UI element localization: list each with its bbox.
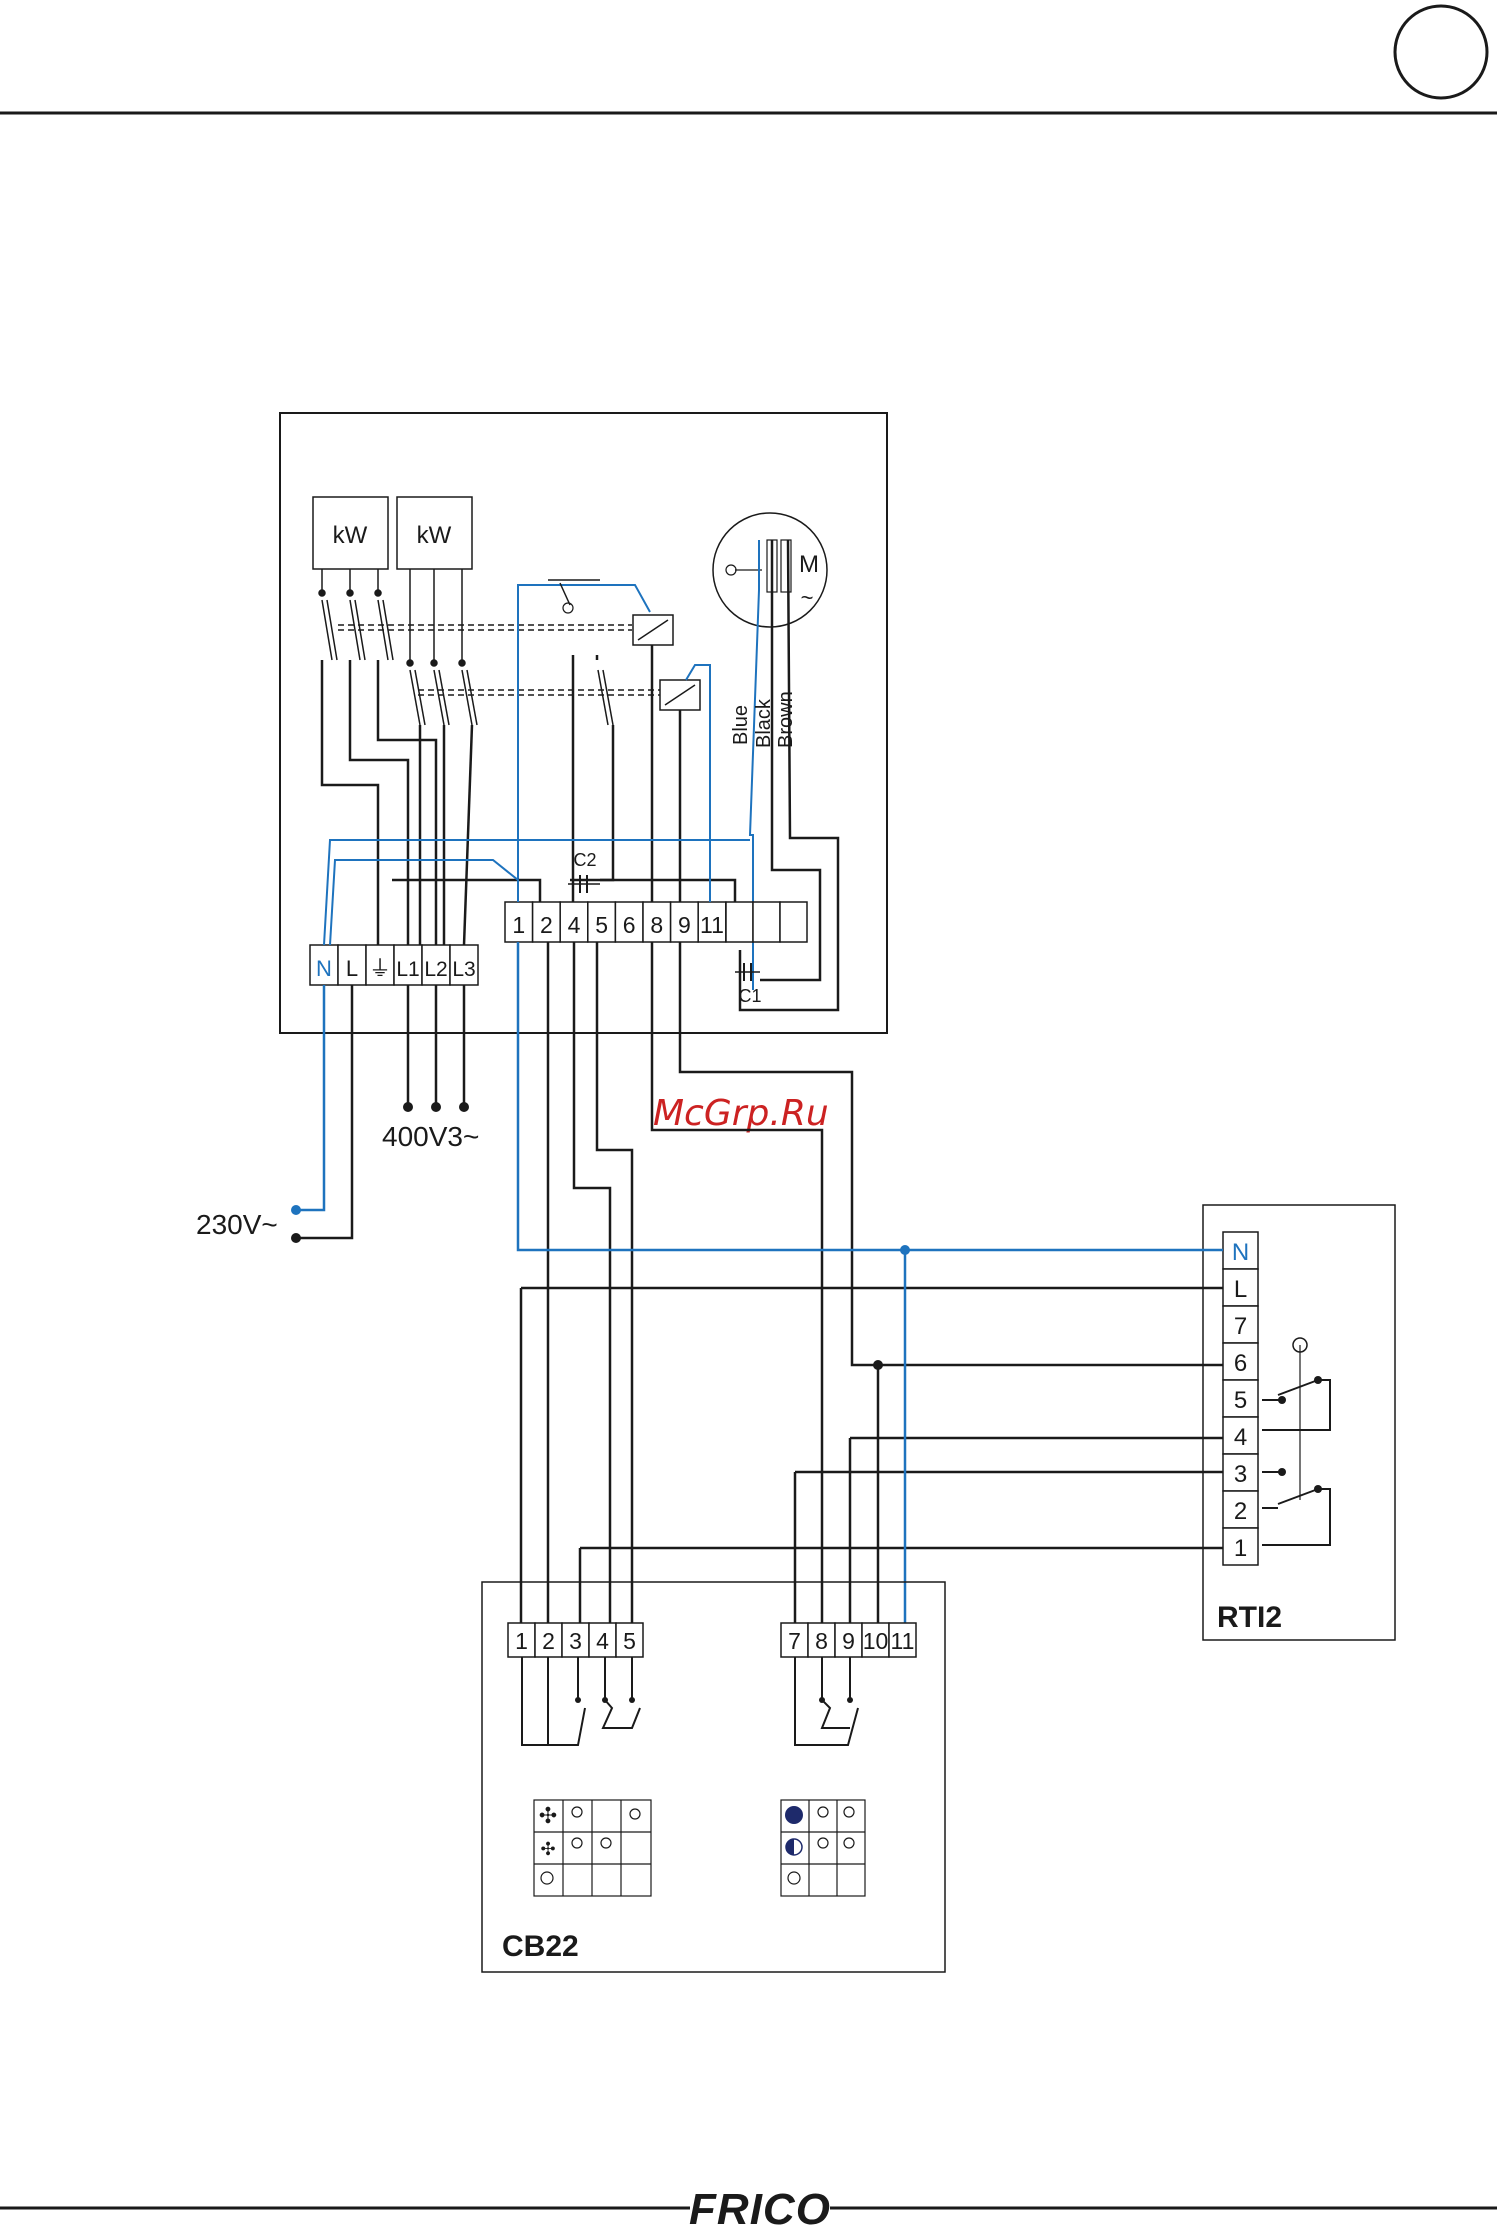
control-terminal-7: 9 xyxy=(678,912,691,938)
rti2-terminal-7: 3 xyxy=(1234,1461,1247,1488)
control-terminal-4: 5 xyxy=(595,912,608,938)
control-terminal-5: 6 xyxy=(623,912,636,938)
external-control-wiring xyxy=(521,942,1223,1638)
cb22-terminal-right-3: 9 xyxy=(842,1628,855,1654)
motor-label: M xyxy=(799,551,819,578)
control-terminal-1: 1 xyxy=(512,912,525,938)
cb22-terminal-left-2: 2 xyxy=(542,1628,555,1654)
capacitor-c2-label: C2 xyxy=(573,850,596,870)
wire-label-blue: Blue xyxy=(730,705,752,745)
external-neutral-wiring xyxy=(518,942,1223,1638)
terminal-main-l1: L1 xyxy=(396,958,419,981)
supply-400v-label: 400V3~ xyxy=(382,1121,479,1152)
rti2-terminal-8: 2 xyxy=(1234,1498,1247,1525)
cb22-fan-switches xyxy=(522,1657,858,1745)
cb22-terminal-left-5: 5 xyxy=(623,1628,636,1654)
rti2-terminal-2: L xyxy=(1234,1276,1247,1303)
terminal-main-l2: L2 xyxy=(424,958,447,981)
fan-high-icon: ✣ xyxy=(539,1803,557,1828)
watermark: McGrp.Ru xyxy=(653,1093,829,1134)
frico-logo: FRICO xyxy=(689,2185,831,2225)
rti2-terminal-6: 4 xyxy=(1234,1424,1247,1451)
control-terminal-8: 11 xyxy=(700,912,724,938)
fan-low-icon: ✣ xyxy=(540,1839,555,1859)
extra-terminal-cells xyxy=(726,902,807,942)
rti2-thermostat-switch xyxy=(1262,1345,1330,1545)
motor-ac-symbol: ~ xyxy=(801,585,814,610)
terminal-main-l3: L3 xyxy=(452,958,475,981)
heater-label-2: kW xyxy=(417,522,452,549)
wire-label-black: Black xyxy=(753,698,775,748)
rti2-terminal-3: 7 xyxy=(1234,1313,1247,1340)
full-heat-icon xyxy=(785,1806,803,1824)
language-circle xyxy=(1395,6,1487,98)
supply-230v-neutral xyxy=(298,985,324,1210)
cb22-terminal-right-5: 11 xyxy=(891,1628,915,1654)
cb22-terminal-left-3: 3 xyxy=(569,1628,582,1654)
rti2-terminal-1: N xyxy=(1232,1239,1249,1266)
rti2-terminal-labels: NL 7 6 5 4 3 2 1 xyxy=(1232,1239,1249,1562)
wire-label-brown: Brown xyxy=(775,691,797,748)
cb22-terminal-right-1: 7 xyxy=(788,1628,801,1654)
rti2-terminal-5: 5 xyxy=(1234,1387,1247,1414)
terminal-main-l: L xyxy=(346,956,358,981)
control-terminal-block xyxy=(505,902,726,942)
cb22-terminal-left-4: 4 xyxy=(596,1628,609,1654)
control-terminal-6: 8 xyxy=(650,912,663,938)
terminal-main-earth: ⏚ xyxy=(369,956,391,981)
rti2-title: RTI2 xyxy=(1217,1601,1282,1634)
control-terminal-3: 4 xyxy=(568,912,581,938)
supply-230v-label: 230V~ xyxy=(196,1209,278,1240)
rti2-terminal-9: 1 xyxy=(1234,1535,1247,1562)
capacitor-c1-label: C1 xyxy=(738,986,761,1006)
contactor-k2-switches xyxy=(410,670,613,725)
control-terminal-2: 2 xyxy=(540,912,553,938)
cb22-terminal-right-2: 8 xyxy=(815,1628,828,1654)
relay-linkage xyxy=(338,625,660,695)
cb22-terminal-right-4: 10 xyxy=(863,1628,889,1654)
supply-400v xyxy=(408,985,464,1105)
heater-label-1: kW xyxy=(333,522,368,549)
cb22-title: CB22 xyxy=(502,1930,579,1963)
cb22-terminal-left-1: 1 xyxy=(515,1628,528,1654)
rti2-terminal-4: 6 xyxy=(1234,1350,1247,1377)
terminal-main-n: N xyxy=(316,956,332,981)
